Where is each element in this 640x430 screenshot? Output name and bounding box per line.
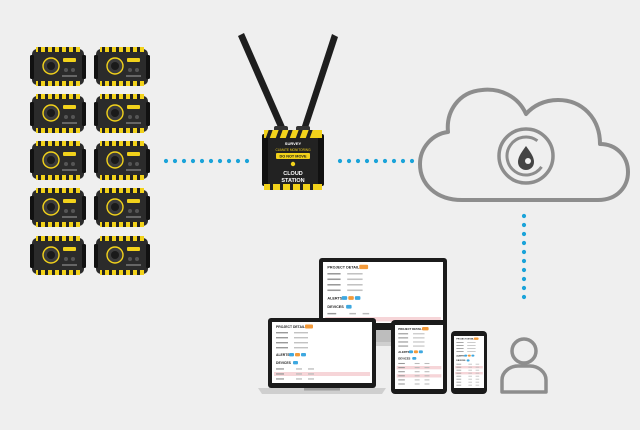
station-tag: DO NOT MOVE: [279, 155, 306, 159]
devices-heading: DEVICES: [327, 305, 344, 309]
connector-dot: [521, 222, 527, 228]
station-brand: SURVEY: [285, 141, 302, 146]
dashboard-screen: PROJECT DETAILS ALERTS DEVICES: [395, 325, 443, 389]
connector-dot: [521, 213, 527, 219]
connector-dot: [181, 158, 187, 164]
connector-dot: [391, 158, 397, 164]
connector-dot: [172, 158, 178, 164]
devices-heading: DEVICES: [276, 361, 292, 365]
cloud-icon: [418, 87, 630, 202]
connector-dot: [199, 158, 205, 164]
cloud-logo-icon: [497, 127, 555, 185]
project-details-heading: PROJECT DETAILS: [276, 325, 308, 329]
connector-dot: [163, 158, 169, 164]
connector-dot: [337, 158, 343, 164]
project-details-heading: PROJECT DETAILS: [398, 327, 424, 331]
sensor-device: [30, 188, 86, 227]
cloud-station-gateway: SURVEY CLIMATE MONITORING DO NOT MOVE CL…: [238, 33, 338, 190]
sensor-device: [94, 141, 150, 180]
connector-dot: [226, 158, 232, 164]
dashboard-screen: PROJECT DETAILS ALERTS DEVICES: [454, 336, 484, 388]
connector-lines: [163, 158, 527, 300]
sensor-grid: [30, 47, 150, 275]
station-label-1: CLOUD: [283, 171, 303, 177]
sensor-device: [94, 188, 150, 227]
user-icon: [500, 337, 548, 394]
connector-dot: [346, 158, 352, 164]
dashboard-screen: PROJECT DETAILS ALERTS DEVICES: [272, 322, 372, 383]
project-details-heading: PROJECT DETAILS: [327, 266, 362, 270]
laptop: PROJECT DETAILS ALERTS DEVICES: [258, 318, 386, 394]
connector-dot: [244, 158, 250, 164]
devices-heading: DEVICES: [398, 356, 410, 360]
connector-dot: [409, 158, 415, 164]
alerts-heading: ALERTS: [456, 354, 465, 357]
sensor-device: [30, 236, 86, 275]
antenna-right: [300, 34, 338, 134]
connector-dot: [364, 158, 370, 164]
connector-dot: [400, 158, 406, 164]
connector-dot: [521, 294, 527, 300]
sensor-device: [94, 47, 150, 86]
connector-dot: [208, 158, 214, 164]
connector-dot: [521, 258, 527, 264]
alerts-heading: ALERTS: [276, 353, 290, 357]
connector-dot: [190, 158, 196, 164]
connector-dot: [355, 158, 361, 164]
sensor-device: [30, 94, 86, 133]
project-details-heading: PROJECT DETAILS: [456, 338, 475, 341]
connector-dot: [217, 158, 223, 164]
station-subtitle: CLIMATE MONITORING: [275, 148, 311, 152]
alerts-heading: ALERTS: [398, 350, 409, 354]
connector-dot: [521, 249, 527, 255]
smartphone: PROJECT DETAILS ALERTS DEVICES: [451, 331, 487, 394]
dashboard-screen: PROJECT DETAILS ALERTS DEVICES: [323, 262, 443, 323]
sensor-device: [30, 141, 86, 180]
connector-dot: [521, 240, 527, 246]
connector-dot: [373, 158, 379, 164]
connector-dot: [521, 285, 527, 291]
connector-dot: [521, 231, 527, 237]
alerts-heading: ALERTS: [327, 296, 342, 300]
connector-dot: [235, 158, 241, 164]
connector-dot: [382, 158, 388, 164]
sensor-device: [94, 94, 150, 133]
sensor-device: [94, 236, 150, 275]
sensor-device: [30, 47, 86, 86]
connector-dot: [521, 276, 527, 282]
tablet: PROJECT DETAILS ALERTS DEVICES: [391, 320, 447, 394]
station-label-2: STATION: [281, 178, 304, 184]
antenna-left: [238, 33, 286, 132]
devices-heading: DEVICES: [456, 360, 466, 362]
connector-dot: [521, 267, 527, 273]
